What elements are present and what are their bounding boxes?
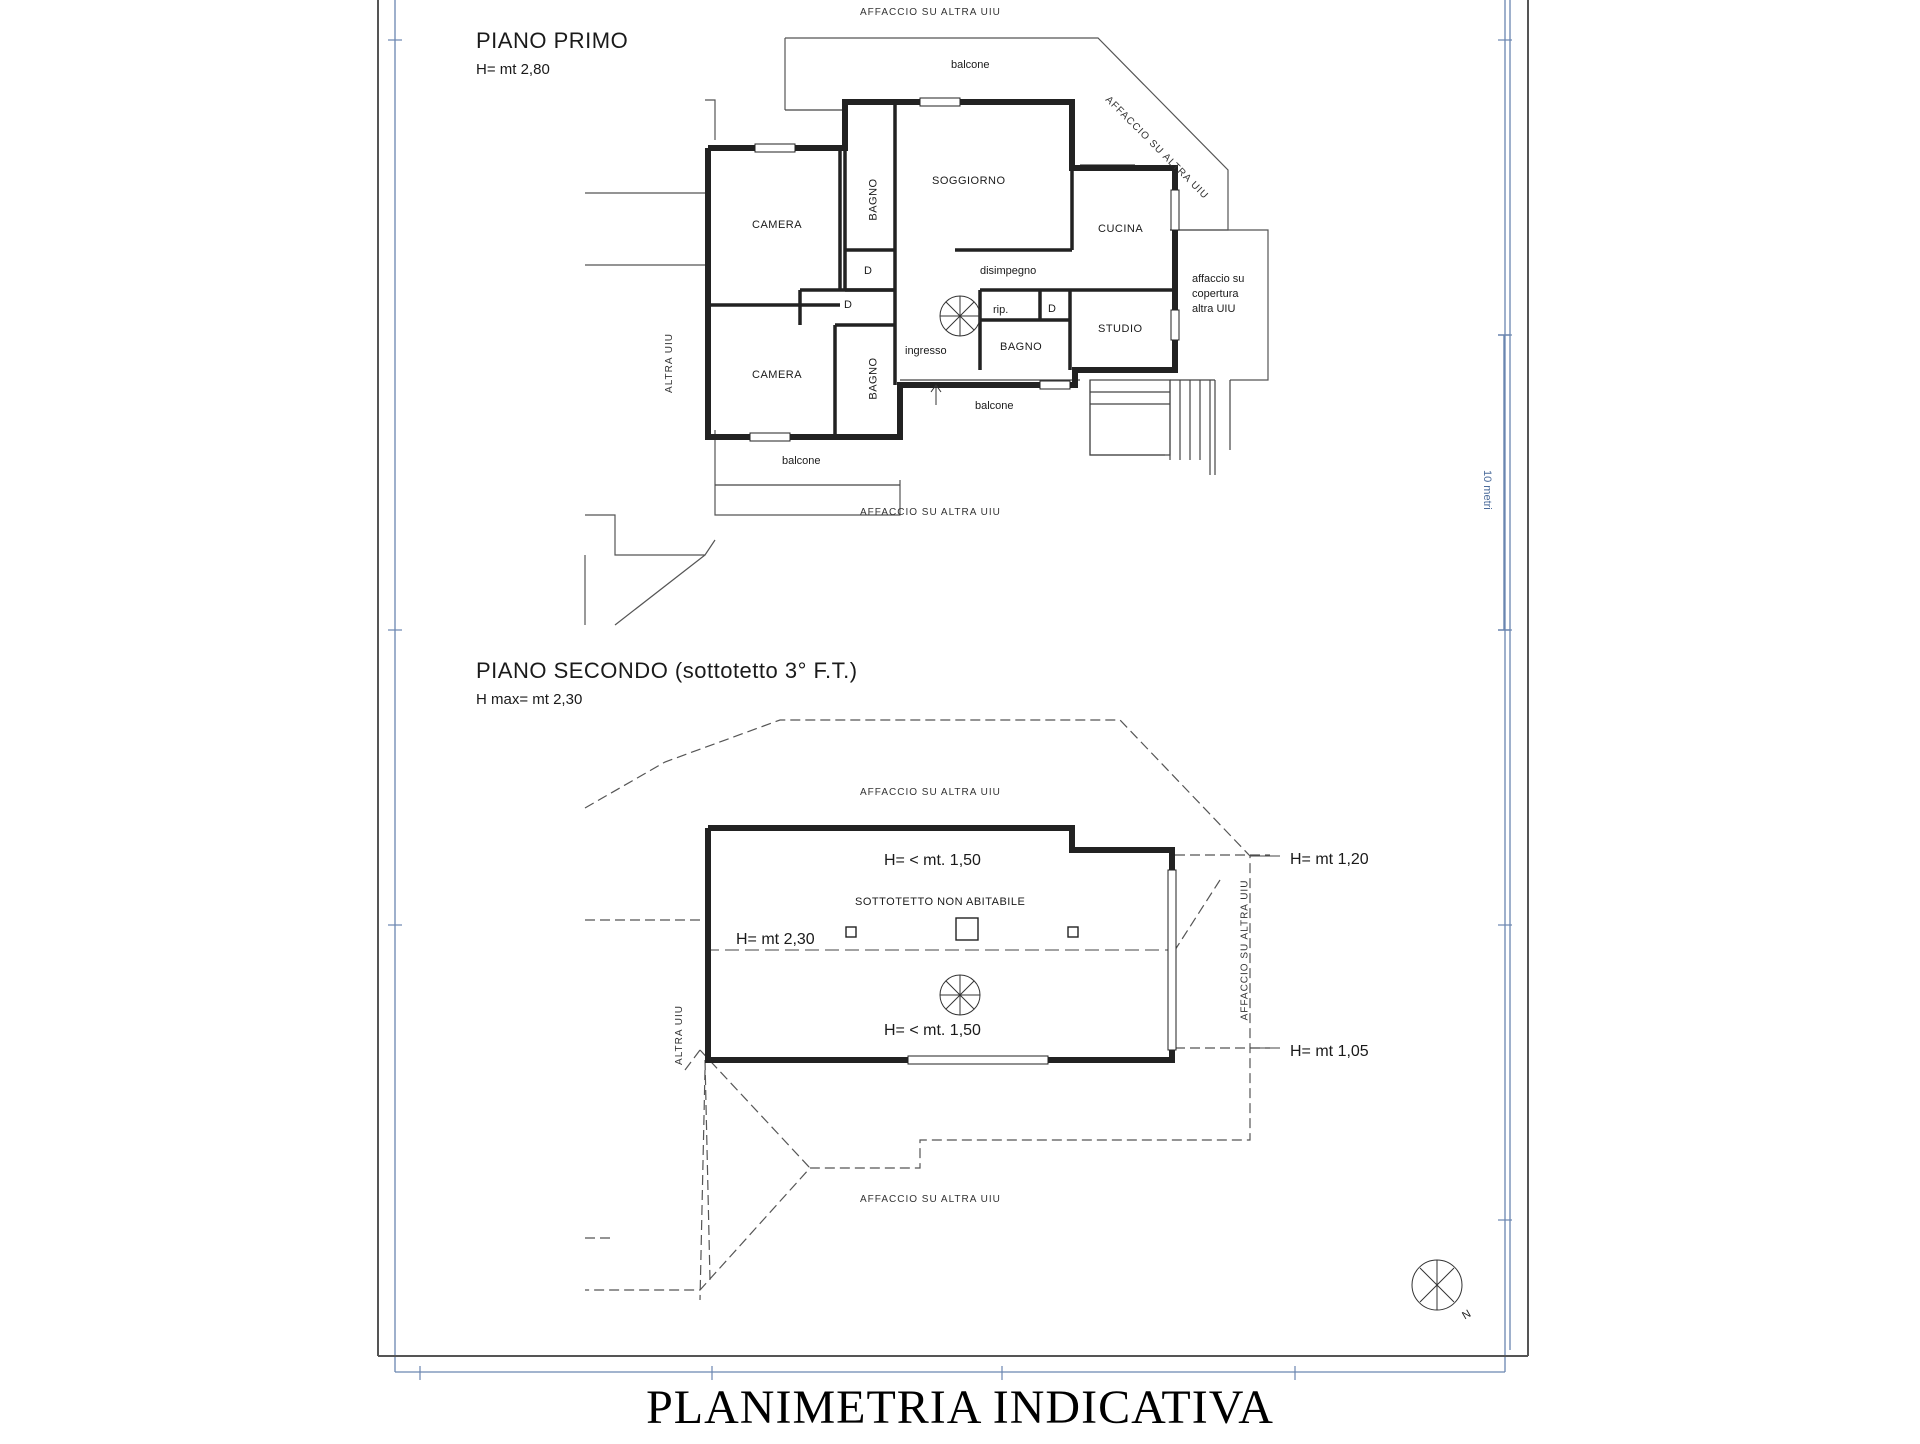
room-d-2: D bbox=[844, 299, 852, 311]
height-right-bottom: H= mt 1,05 bbox=[1290, 1043, 1369, 1060]
second-floor-height: H max= mt 2,30 bbox=[476, 691, 583, 708]
second-floor-windows bbox=[907, 869, 1177, 1065]
room-bagno-1: BAGNO bbox=[867, 178, 880, 221]
height-leaders bbox=[1250, 855, 1280, 1049]
second-floor-context-bottom: AFFACCIO SU ALTRA UIU bbox=[860, 1194, 1001, 1205]
first-floor-title: PIANO PRIMO bbox=[476, 28, 629, 53]
second-floor-spiral-stair bbox=[939, 974, 981, 1016]
north-arrow-icon bbox=[1411, 1259, 1463, 1311]
balcone-top: balcone bbox=[951, 59, 990, 71]
paper-border bbox=[377, 0, 1529, 1357]
height-bottom: H= < mt. 1,50 bbox=[884, 1022, 981, 1039]
room-bagno-2: BAGNO bbox=[867, 357, 880, 400]
room-studio: STUDIO bbox=[1098, 323, 1143, 335]
room-d-1: D bbox=[864, 265, 872, 277]
first-floor-windows bbox=[749, 97, 1180, 442]
room-ingresso: ingresso bbox=[905, 345, 947, 357]
first-floor-context bbox=[584, 37, 1269, 626]
room-bagno-3: BAGNO bbox=[1000, 341, 1043, 353]
attic-label: SOTTOTETTO NON ABITABILE bbox=[855, 896, 1026, 908]
room-camera-1: CAMERA bbox=[752, 219, 803, 231]
first-floor-context-top: AFFACCIO SU ALTRA UIU bbox=[860, 7, 1001, 18]
room-soggiorno: SOGGIORNO bbox=[932, 175, 1006, 187]
room-rip: rip. bbox=[993, 304, 1009, 316]
height-ridge: H= mt 2,30 bbox=[736, 931, 815, 948]
frame-ticks bbox=[388, 39, 1512, 1380]
room-cucina: CUCINA bbox=[1098, 223, 1144, 235]
second-floor-context-right: AFFACCIO SU ALTRA UIU bbox=[1239, 879, 1251, 1021]
scale-label: 10 metri bbox=[1481, 470, 1493, 510]
second-floor-title: PIANO SECONDO (sottotetto 3° F.T.) bbox=[476, 658, 858, 683]
exterior-stairs bbox=[1089, 379, 1231, 475]
height-right-top: H= mt 1,20 bbox=[1290, 851, 1369, 868]
first-floor-context-bottom: AFFACCIO SU ALTRA UIU bbox=[860, 507, 1001, 518]
first-floor-context-right: affaccio su copertura altra UIU bbox=[1192, 273, 1245, 315]
first-floor-partitions bbox=[708, 102, 1175, 437]
room-camera-2: CAMERA bbox=[752, 369, 803, 381]
balcone-bottom: balcone bbox=[782, 455, 821, 467]
room-d-3: D bbox=[1048, 303, 1056, 315]
skylights bbox=[845, 917, 1079, 941]
first-floor-context-left: ALTRA UIU bbox=[663, 333, 675, 393]
first-floor-height: H= mt 2,80 bbox=[476, 61, 550, 78]
second-floor-context-left: ALTRA UIU bbox=[673, 1005, 685, 1065]
sheet-frame bbox=[394, 0, 1511, 1373]
room-disimpegno: disimpegno bbox=[980, 265, 1037, 277]
second-floor-walls bbox=[705, 825, 1175, 1063]
second-floor-roof-outline bbox=[584, 719, 1270, 1301]
entrance-arrow bbox=[930, 384, 942, 405]
scale-bar bbox=[1498, 334, 1510, 631]
first-floor-walls bbox=[705, 99, 1178, 440]
height-top: H= < mt. 1,50 bbox=[884, 852, 981, 869]
second-floor-context-top: AFFACCIO SU ALTRA UIU bbox=[860, 787, 1001, 798]
first-floor-spiral-stair bbox=[939, 295, 981, 337]
balcone-front: balcone bbox=[975, 400, 1014, 412]
sheet-caption: PLANIMETRIA INDICATIVA bbox=[646, 1381, 1274, 1434]
